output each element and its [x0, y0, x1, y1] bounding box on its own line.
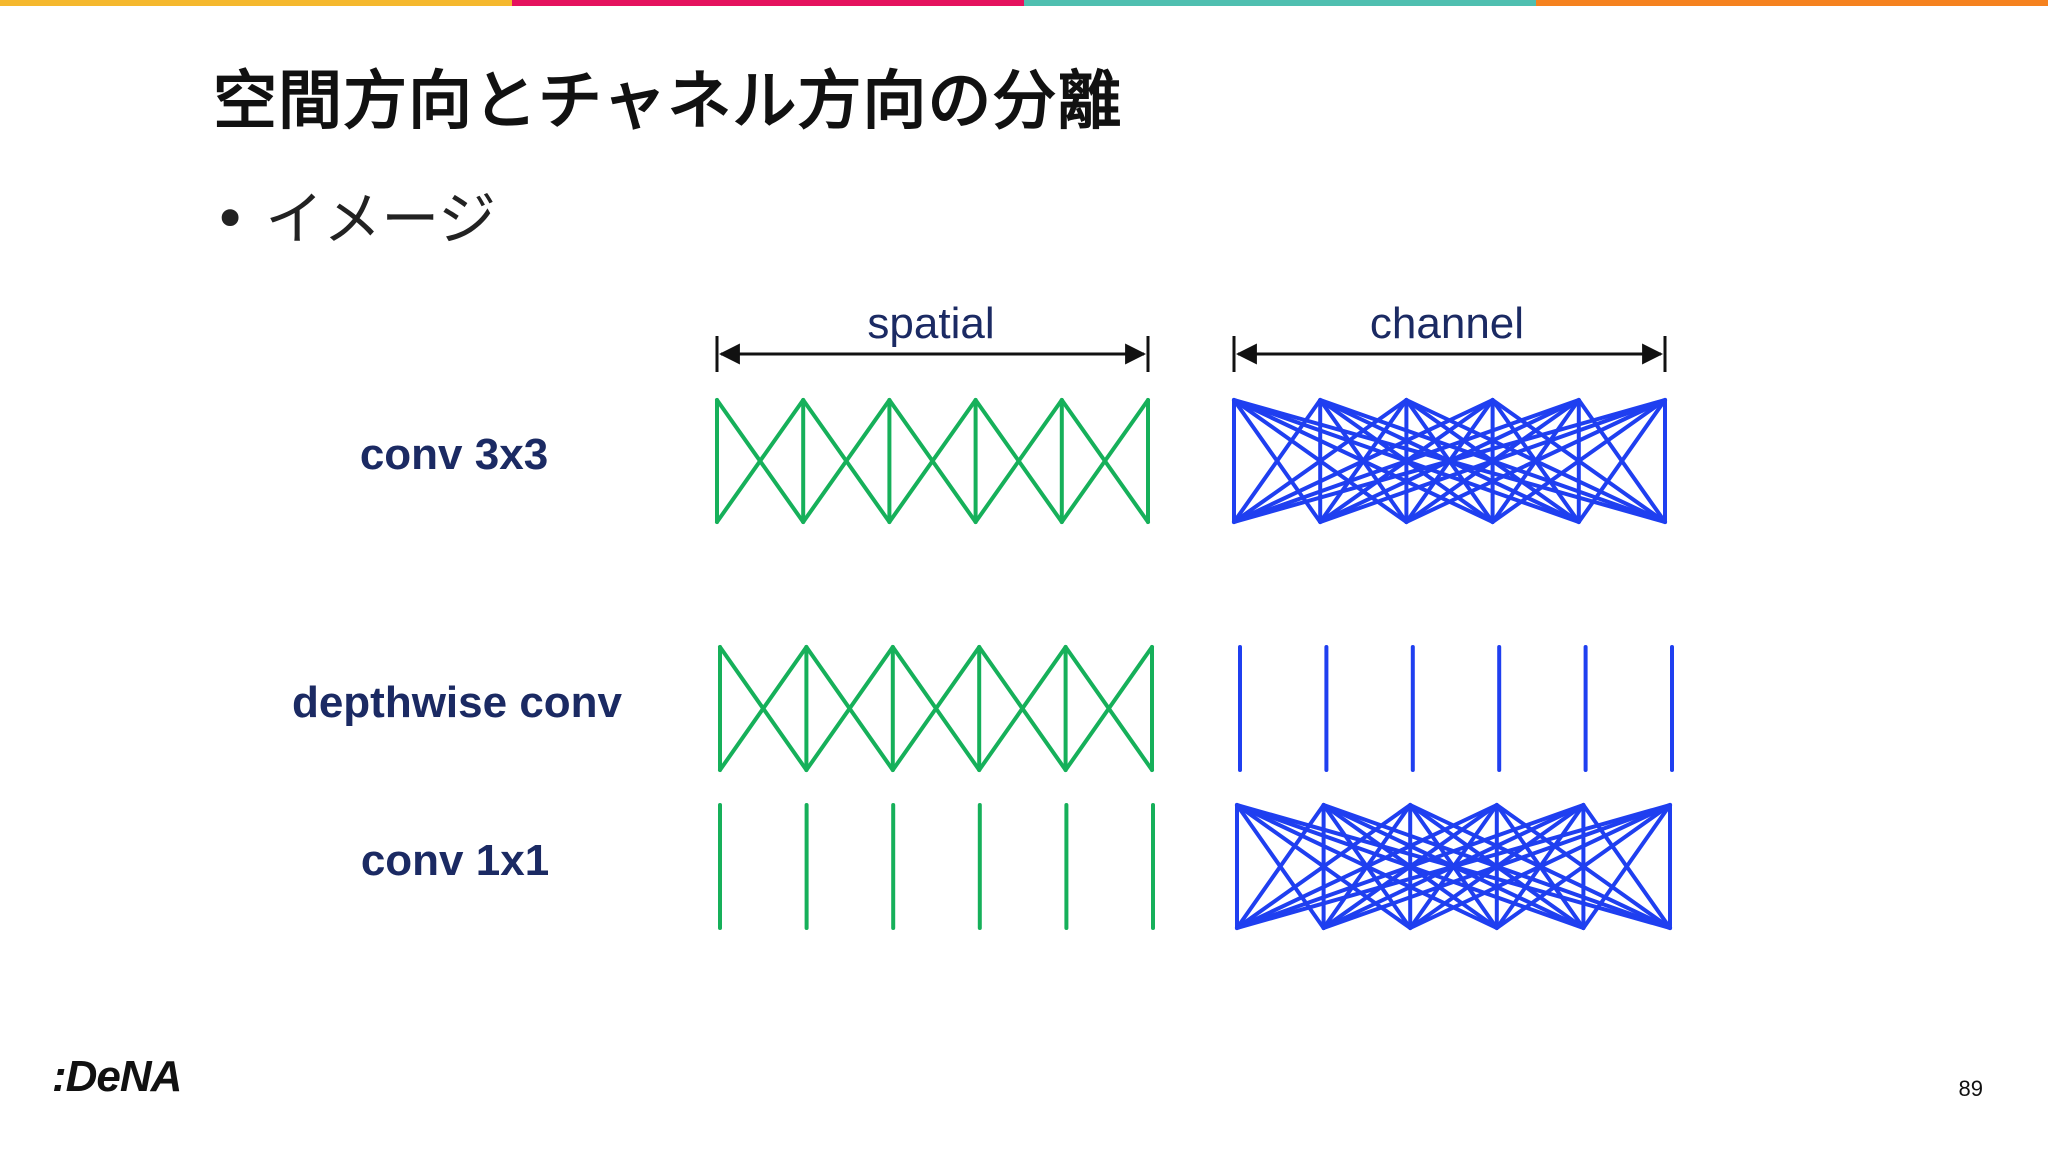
connection-line	[1063, 645, 1154, 772]
bullet-text: イメージ	[265, 185, 497, 253]
accent-segment-orange	[1536, 0, 2048, 6]
panel-depthwise-spatial	[718, 645, 1154, 772]
dena-logo: :DeNA	[52, 1052, 182, 1101]
connection-line	[1404, 398, 1667, 524]
connection-line	[1318, 398, 1667, 524]
connection-line	[1494, 803, 1672, 930]
accent-segment-pink	[512, 0, 1024, 6]
slide-title: 空間方向とチャネル方向の分離	[213, 65, 1123, 139]
connection-line	[973, 398, 1064, 524]
connection-line	[1235, 803, 1413, 930]
connection-line	[1408, 803, 1672, 930]
panel-depthwise-channel	[1238, 645, 1674, 772]
connection-line	[1232, 398, 1495, 524]
connection-line	[1059, 398, 1150, 524]
bullet-marker: •	[213, 185, 248, 253]
top-accent-bar	[0, 0, 2048, 6]
connection-line	[715, 398, 806, 524]
connection-line	[1581, 803, 1672, 930]
connection-line	[804, 645, 895, 772]
panel-conv-1x1-channel	[1235, 803, 1672, 930]
connection-line	[887, 398, 978, 524]
connection-line	[1232, 398, 1667, 524]
header-spatial-label: spatial	[867, 299, 994, 348]
accent-segment-yellow	[0, 0, 512, 6]
connection-line	[1576, 398, 1667, 524]
panel-conv-3x3-channel	[1232, 398, 1667, 524]
connection-line	[1232, 398, 1581, 524]
panel-conv-1x1-spatial	[718, 803, 1155, 930]
connection-line	[1235, 803, 1586, 930]
connection-line	[1321, 803, 1672, 930]
header-channel-label: channel	[1370, 299, 1524, 348]
accent-segment-teal	[1024, 0, 1536, 6]
connection-line	[890, 645, 982, 772]
connection-line	[1235, 803, 1326, 930]
row-label-conv-3x3: conv 3x3	[359, 430, 549, 479]
connection-line	[1235, 803, 1499, 930]
connection-line	[1232, 398, 1323, 524]
bullet-item: •イメージ	[213, 172, 496, 256]
panel-conv-3x3-spatial	[715, 398, 1150, 524]
page-number: 89	[1958, 1076, 1983, 1101]
connection-line	[1490, 398, 1667, 524]
connection-line	[977, 645, 1068, 772]
row-label-conv-1x1: conv 1x1	[360, 836, 550, 885]
connection-line	[1235, 803, 1672, 930]
connection-line	[718, 645, 809, 772]
connection-line	[1232, 398, 1409, 524]
connection-line	[801, 398, 892, 524]
row-label-depthwise-conv: depthwise conv	[291, 678, 623, 727]
